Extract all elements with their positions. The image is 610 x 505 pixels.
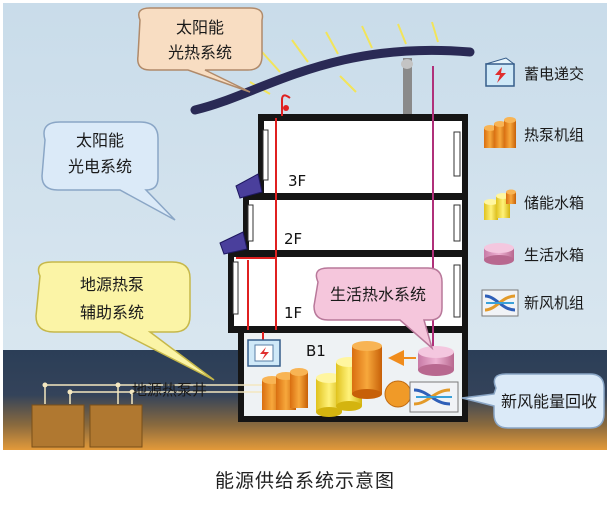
ground-source-line-1: 地源热泵 (80, 275, 144, 294)
b1-battery-box (247, 339, 281, 367)
legend-label-battery: 蓄电递交 (524, 65, 584, 83)
floor-label-b1: B1 (306, 342, 326, 360)
legend-label-heat-pump: 热泵机组 (524, 126, 584, 144)
bubble-solar-thermal: 太阳能 光热系统 (137, 7, 264, 93)
legend-label-fresh-air: 新风机组 (524, 294, 584, 312)
bubble-fresh-air-recovery: 新风能量回收 (461, 373, 605, 429)
storage-battery-icon (484, 57, 516, 87)
heat-pump-icon (484, 117, 516, 148)
storage-tank-icon (484, 189, 516, 220)
legend-label-storage-tank: 储能水箱 (524, 194, 584, 212)
b1-domestic-water-tank (418, 346, 454, 376)
ground-source-line-2: 辅助系统 (80, 303, 144, 322)
diagram-caption: 能源供给系统示意图 (215, 470, 395, 492)
ground-well-label: 地源热泵井 (132, 381, 207, 399)
pv-panels (219, 173, 263, 255)
fresh-air-unit-icon (481, 289, 519, 317)
bubble-domestic-hot-water: 生活热水系统 (313, 267, 443, 351)
b1-fresh-air-unit (409, 381, 459, 413)
solar-pv-line-1: 太阳能 (76, 131, 124, 150)
domestic-water-tank-icon (484, 243, 514, 265)
solar-pv-line-2: 光电系统 (68, 157, 132, 176)
b1-large-tank (352, 341, 382, 399)
bubble-ground-source: 地源热泵 辅助系统 (35, 261, 215, 381)
ground-source-wells (31, 382, 262, 448)
bubble-solar-pv: 太阳能 光电系统 (41, 121, 176, 221)
solar-thermal-line-2: 光热系统 (168, 43, 232, 62)
floor-label-3f: 3F (288, 172, 306, 190)
fresh-air-recovery-text: 新风能量回收 (501, 392, 597, 411)
b1-heat-pump (262, 368, 308, 410)
floor-label-2f: 2F (284, 230, 302, 248)
legend-label-domestic-tank: 生活水箱 (524, 246, 584, 264)
roof-mast (403, 58, 412, 118)
floor-label-1f: 1F (284, 304, 302, 322)
legend: 蓄电递交 热泵机组 储能水箱 生活水箱 (481, 57, 584, 317)
domestic-hot-water-text: 生活热水系统 (330, 285, 426, 304)
b1-equipment (247, 339, 459, 417)
sun-rays (249, 21, 439, 95)
solar-thermal-collector (190, 45, 475, 115)
solar-thermal-line-1: 太阳能 (176, 18, 224, 37)
